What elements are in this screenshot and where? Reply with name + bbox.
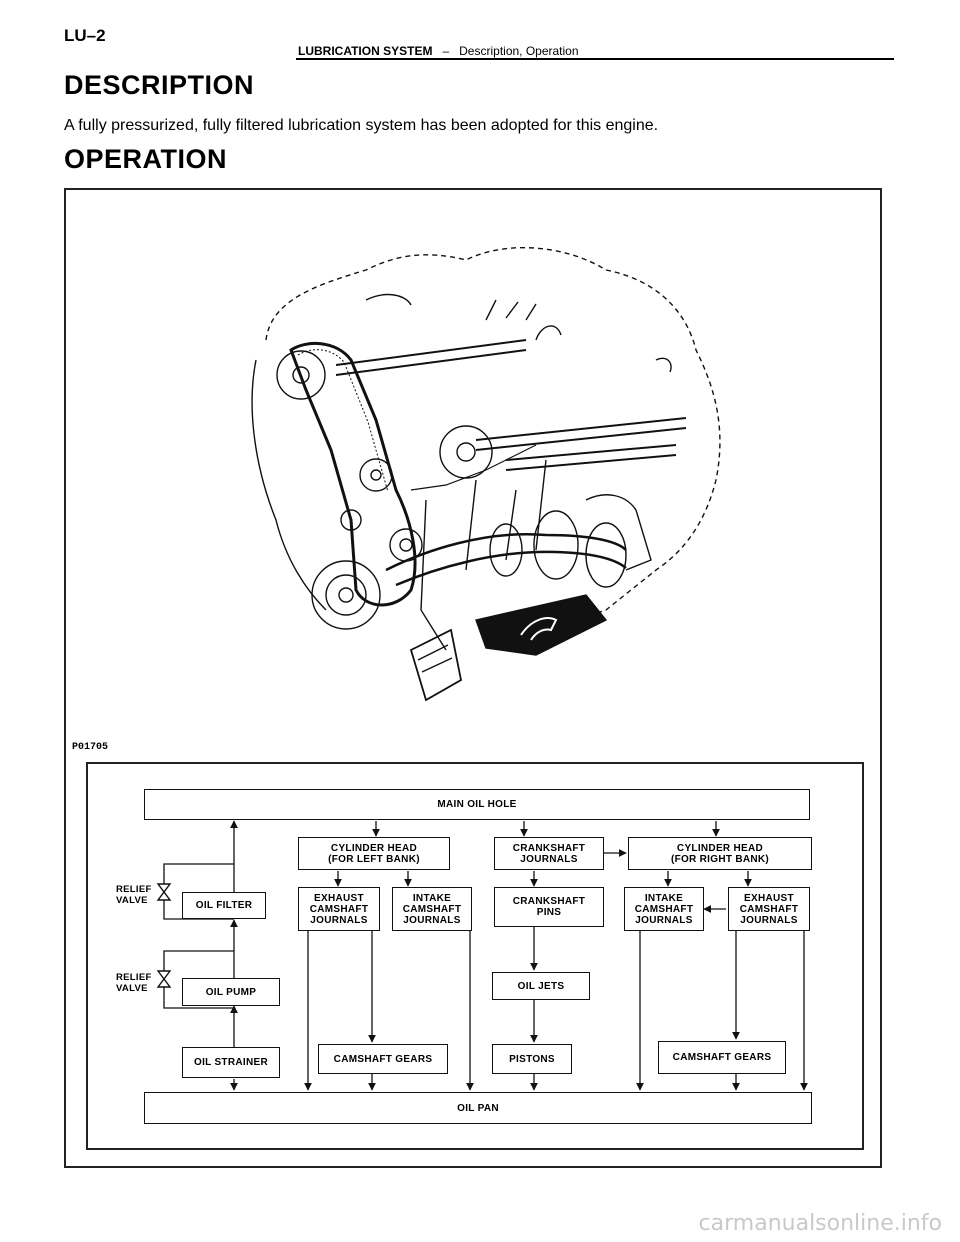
header-separator: – [442, 44, 450, 58]
watermark: carmanualsonline.info [698, 1211, 942, 1236]
description-text: A fully pressurized, fully filtered lubr… [64, 117, 659, 134]
box-crankshaft-journals: CRANKSHAFT JOURNALS [494, 837, 604, 870]
box-cylinder-head-left: CYLINDER HEAD (FOR LEFT BANK) [298, 837, 450, 870]
lubrication-flowchart: MAIN OIL HOLE CYLINDER HEAD (FOR LEFT BA… [86, 762, 864, 1150]
box-oil-filter: OIL FILTER [182, 892, 266, 919]
box-intake-camshaft-journals-left: INTAKE CAMSHAFT JOURNALS [392, 887, 472, 931]
operation-heading: OPERATION [64, 144, 228, 174]
flowchart-connectors [156, 820, 808, 1091]
box-crankshaft-pins: CRANKSHAFT PINS [494, 887, 604, 927]
box-pistons: PISTONS [492, 1044, 572, 1074]
running-header: LUBRICATION SYSTEM–Description, Operatio… [298, 44, 579, 58]
box-camshaft-gears-left: CAMSHAFT GEARS [318, 1044, 448, 1074]
box-exhaust-camshaft-journals-left: EXHAUST CAMSHAFT JOURNALS [298, 887, 380, 931]
box-main-oil-hole: MAIN OIL HOLE [144, 789, 810, 820]
relief-valve-label-2: RELIEF VALVE [116, 972, 152, 994]
engine-illustration [251, 247, 721, 702]
description-heading: DESCRIPTION [64, 70, 255, 100]
box-intake-camshaft-journals-right: INTAKE CAMSHAFT JOURNALS [624, 887, 704, 931]
box-exhaust-camshaft-journals-right: EXHAUST CAMSHAFT JOURNALS [728, 887, 810, 931]
relief-valve-label-1: RELIEF VALVE [116, 884, 152, 906]
box-cylinder-head-right: CYLINDER HEAD (FOR RIGHT BANK) [628, 837, 812, 870]
box-oil-pan: OIL PAN [144, 1092, 812, 1124]
header-subsection: Description, Operation [459, 44, 579, 58]
header-rule [296, 58, 894, 60]
box-camshaft-gears-right: CAMSHAFT GEARS [658, 1041, 786, 1074]
operation-figure: P01705 [64, 188, 882, 1168]
box-oil-strainer: OIL STRAINER [182, 1047, 280, 1078]
header-section: LUBRICATION SYSTEM [298, 44, 433, 58]
figure-code: P01705 [72, 742, 109, 753]
page-code: LU–2 [64, 26, 106, 45]
box-oil-jets: OIL JETS [492, 972, 590, 1000]
box-oil-pump: OIL PUMP [182, 978, 280, 1006]
